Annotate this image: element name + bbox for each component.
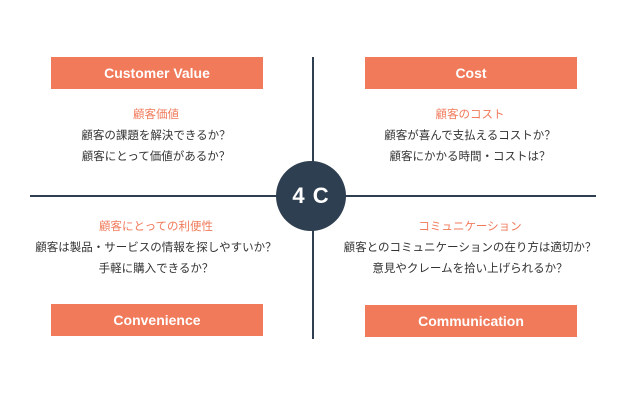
communication-text: コミュニケーション 顧客とのコミュニケーションの在り方は適切か？ 意見やクレーム…	[320, 216, 620, 279]
cost-badge: Cost	[365, 57, 577, 89]
cost-line-1: 顧客が喜んで支払えるコストか？	[384, 128, 556, 142]
convenience-line-1: 顧客は製品・サービスの情報を探しやすいか？	[35, 240, 277, 254]
customer-value-line-1: 顧客の課題を解決できるか？	[81, 128, 231, 142]
communication-heading: コミュニケーション	[418, 219, 522, 233]
convenience-line-2: 手軽に購入できるか？	[98, 261, 214, 275]
customer-value-heading: 顧客価値	[133, 107, 179, 121]
cost-heading: 顧客のコスト	[435, 107, 505, 121]
convenience-text: 顧客にとっての利便性 顧客は製品・サービスの情報を探しやすいか？ 手軽に購入でき…	[6, 216, 306, 279]
convenience-heading: 顧客にとっての利便性	[98, 219, 214, 233]
cost-text: 顧客のコスト 顧客が喜んで支払えるコストか？ 顧客にかかる時間・コストは？	[320, 104, 620, 167]
customer-value-text: 顧客価値 顧客の課題を解決できるか？ 顧客にとって価値があるか？	[6, 104, 306, 167]
communication-line-1: 顧客とのコミュニケーションの在り方は適切か？	[343, 240, 597, 254]
customer-value-badge: Customer Value	[51, 57, 263, 89]
customer-value-line-2: 顧客にとって価値があるか？	[81, 149, 231, 163]
center-4c-circle: 4 C	[276, 161, 346, 231]
cost-line-2: 顧客にかかる時間・コストは？	[389, 149, 551, 163]
convenience-badge: Convenience	[51, 304, 263, 336]
communication-badge: Communication	[365, 305, 577, 337]
communication-line-2: 意見やクレームを拾い上げられるか？	[372, 261, 568, 275]
